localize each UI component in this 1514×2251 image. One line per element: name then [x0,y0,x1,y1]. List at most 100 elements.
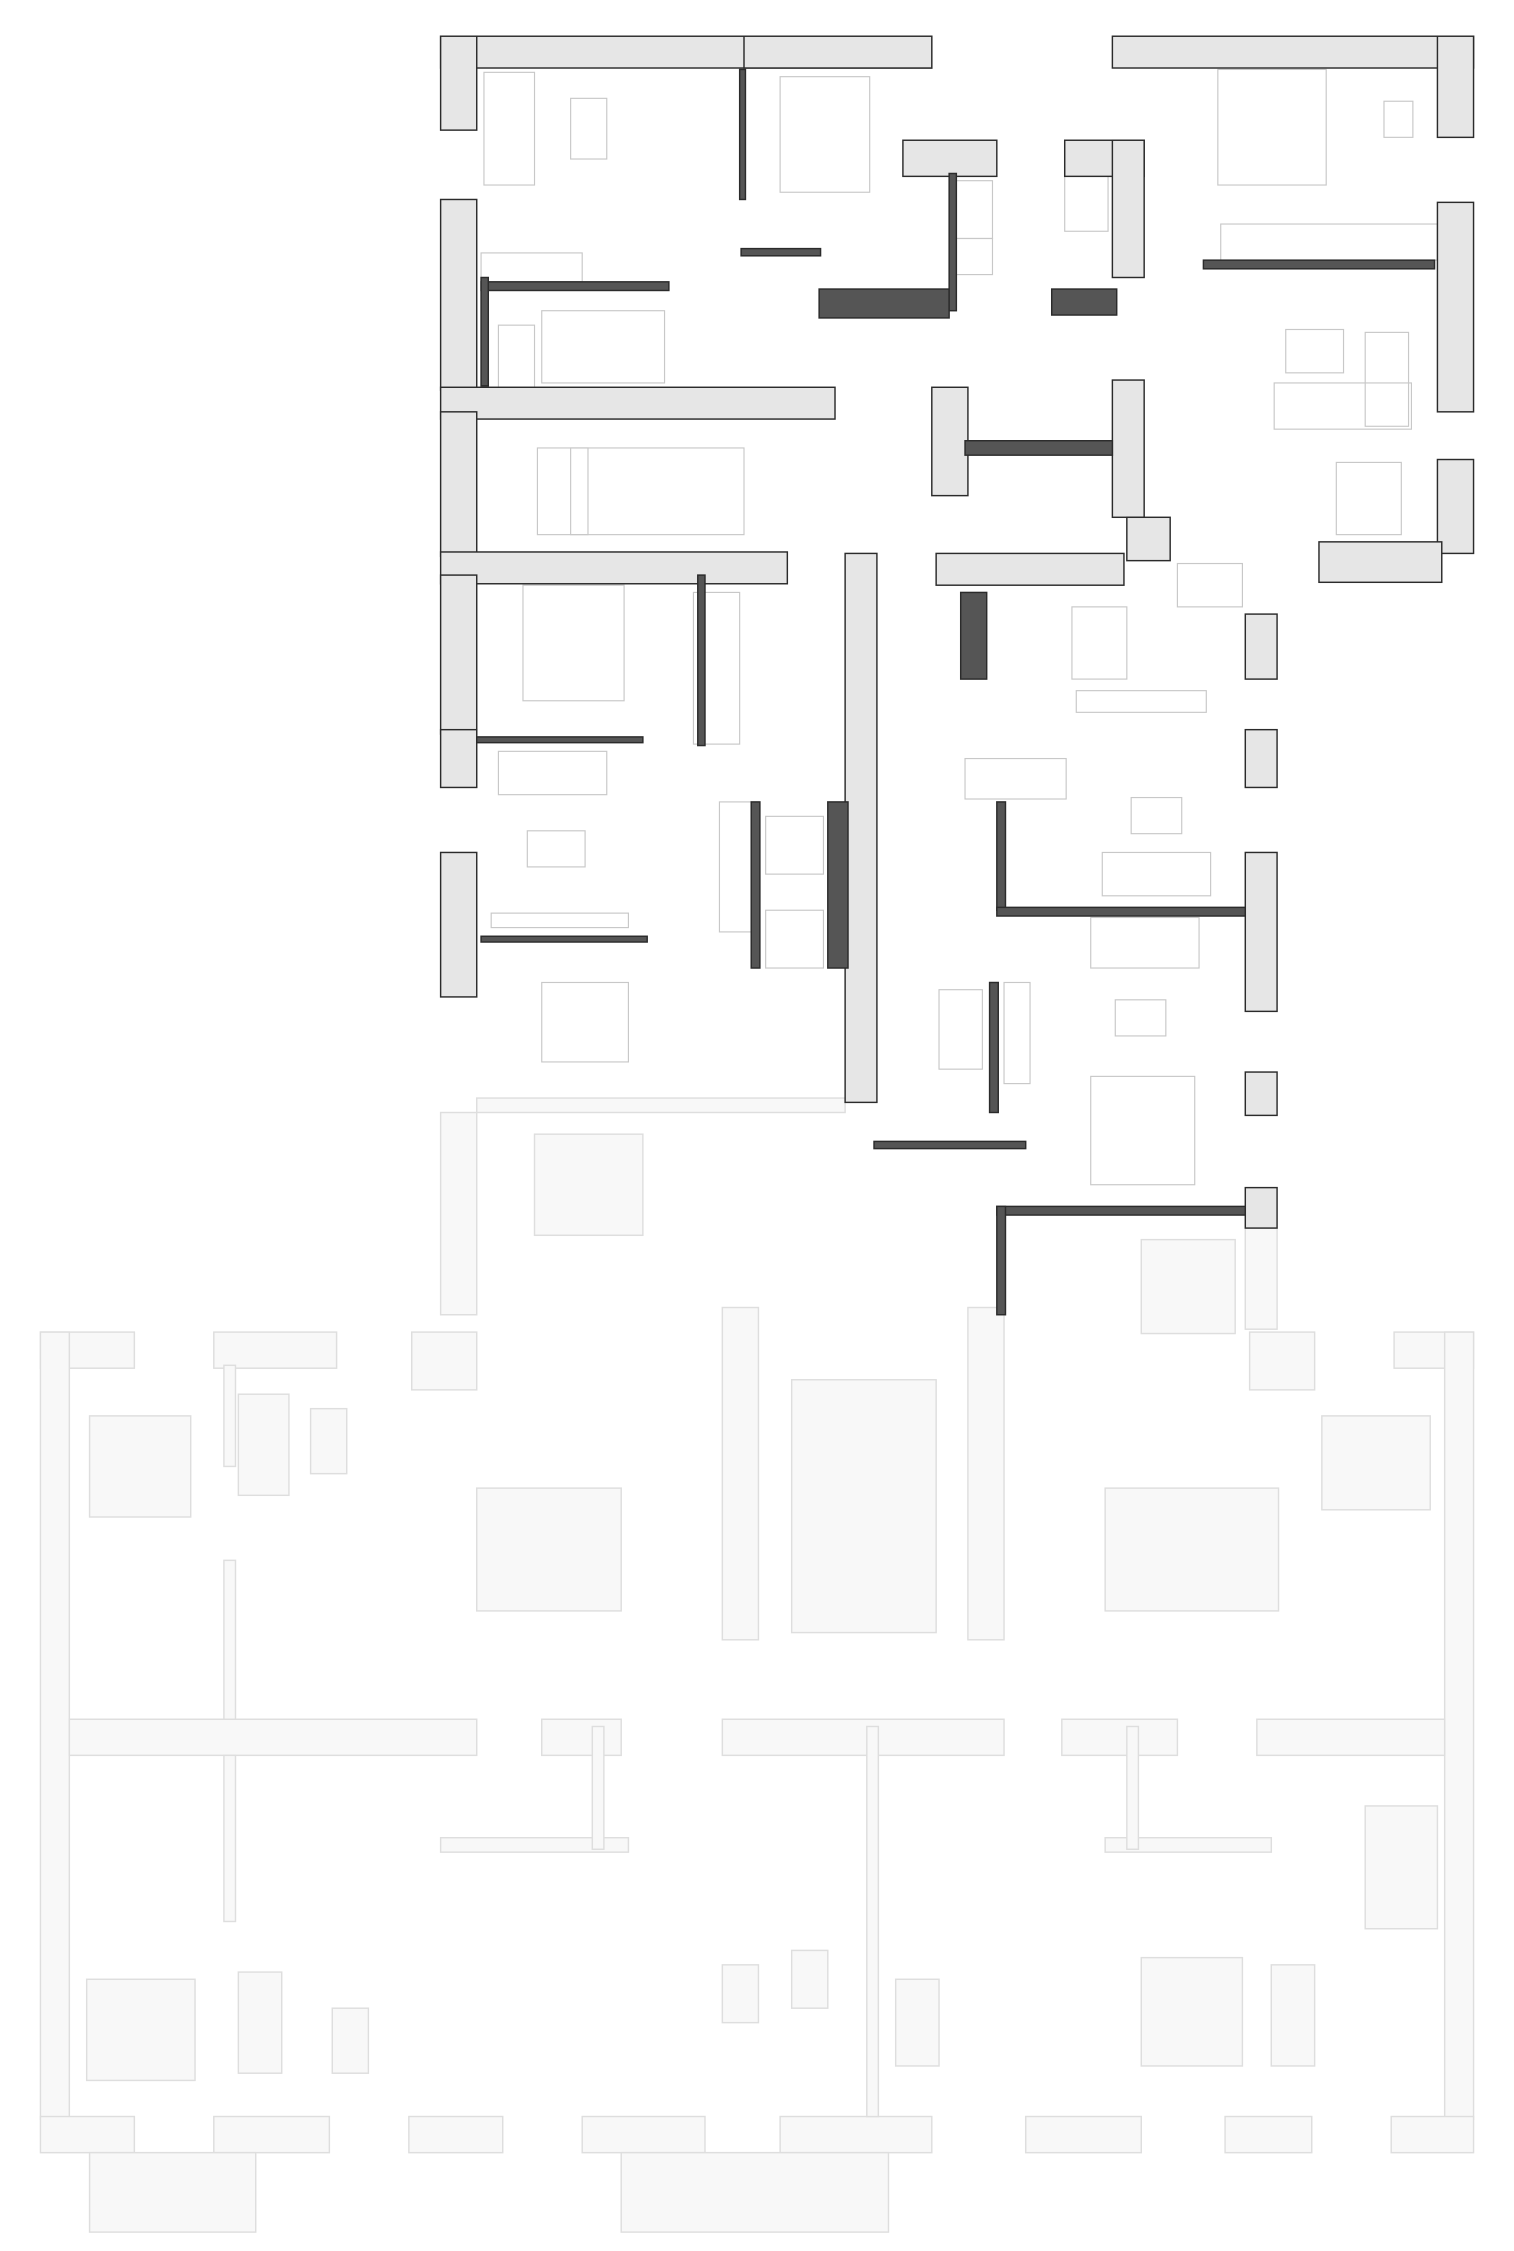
furniture [1335,461,1402,536]
partition-wall [873,1140,1027,1150]
faded-wall [1024,2115,1143,2154]
partition-wall [750,801,761,969]
furniture [718,801,752,933]
faded-wall [85,1978,196,2082]
faded-wall [1443,1331,1475,2121]
partition-wall [1202,259,1436,270]
wall [439,551,789,585]
faded-wall [1061,1718,1179,1757]
furniture [522,584,625,702]
furniture [1217,68,1327,186]
faded-wall [408,2115,504,2154]
faded-wall [223,1364,237,1468]
furniture [1090,916,1200,969]
faded-wall [39,2115,136,2154]
faded-wall [790,1949,829,2009]
partition-wall [996,1205,1007,1316]
partition-wall [996,1205,1247,1216]
furniture [1285,328,1345,374]
faded-wall [894,1978,940,2067]
faded-wall [237,1393,290,1497]
wall [931,386,969,497]
partition-wall [996,801,1007,911]
faded-wall [1224,2115,1313,2154]
partition-wall [697,574,706,747]
wall [1244,728,1278,789]
furniture [1220,223,1439,261]
faded-wall [541,1718,622,1757]
faded-wall [967,1306,1005,1641]
wall [1126,516,1171,562]
partition-wall [480,935,648,943]
partition-wall [827,801,849,969]
wall [439,386,836,420]
faded-wall [88,2151,257,2233]
faded-wall [1364,1805,1439,1930]
faded-wall [237,1971,283,2074]
furniture [526,830,586,868]
wall [439,728,478,789]
faded-wall [1244,1227,1278,1330]
wall [1244,1186,1278,1229]
furniture [1176,562,1243,608]
furniture [765,909,825,969]
furniture [490,912,630,929]
furniture [497,324,536,391]
faded-wall [790,1379,937,1634]
faded-wall [68,1718,478,1757]
furniture [570,97,608,160]
wall [935,552,1125,586]
faded-wall [309,1407,348,1475]
furniture [483,71,536,186]
furniture [570,447,745,536]
furniture [964,757,1067,800]
faded-wall [721,1718,1005,1757]
faded-wall [591,1725,605,1850]
wall [1436,201,1475,413]
faded-wall [866,1725,880,2118]
wall [902,139,998,178]
wall [1244,851,1278,1013]
furniture [1003,981,1031,1085]
wall [439,574,478,735]
partition-walls [476,68,1436,1316]
wall [439,198,478,391]
wall [439,411,478,558]
faded-wall [1390,2115,1475,2154]
wall [1111,379,1145,519]
partition-wall [996,906,1247,917]
faded-wall [1256,1718,1446,1757]
faded-wall [213,2115,331,2154]
faded-wall [721,1306,760,1641]
furniture [779,76,871,193]
faded-wall [411,1331,478,1391]
wall [439,35,478,131]
wall [1318,541,1443,584]
furniture [541,310,666,384]
furniture [938,989,983,1070]
wall [1244,613,1278,680]
faded-wall [331,2007,370,2074]
faded-wall [1140,1238,1236,1335]
faded-wall [88,1415,192,1518]
faded-wall [1104,1836,1273,1853]
faded-wall [223,1754,237,1923]
highlighted-apartment-walls [439,35,1475,1229]
faded-wall [1140,1956,1244,2067]
faded-wall [1270,1964,1316,2067]
wall [1111,139,1145,279]
wall [844,552,878,1104]
furniture [1130,796,1183,835]
wall [1111,35,1475,69]
partition-wall [959,591,988,680]
partition-wall [964,440,1114,456]
furniture-layer [480,68,1439,1186]
faded-lower-floor-plan [39,1097,1475,2233]
faded-wall [439,1111,478,1316]
partition-wall [818,288,950,319]
faded-wall [1126,1725,1140,1850]
faded-wall [721,1964,760,2024]
faded-wall [581,2115,706,2154]
furniture [692,591,741,745]
